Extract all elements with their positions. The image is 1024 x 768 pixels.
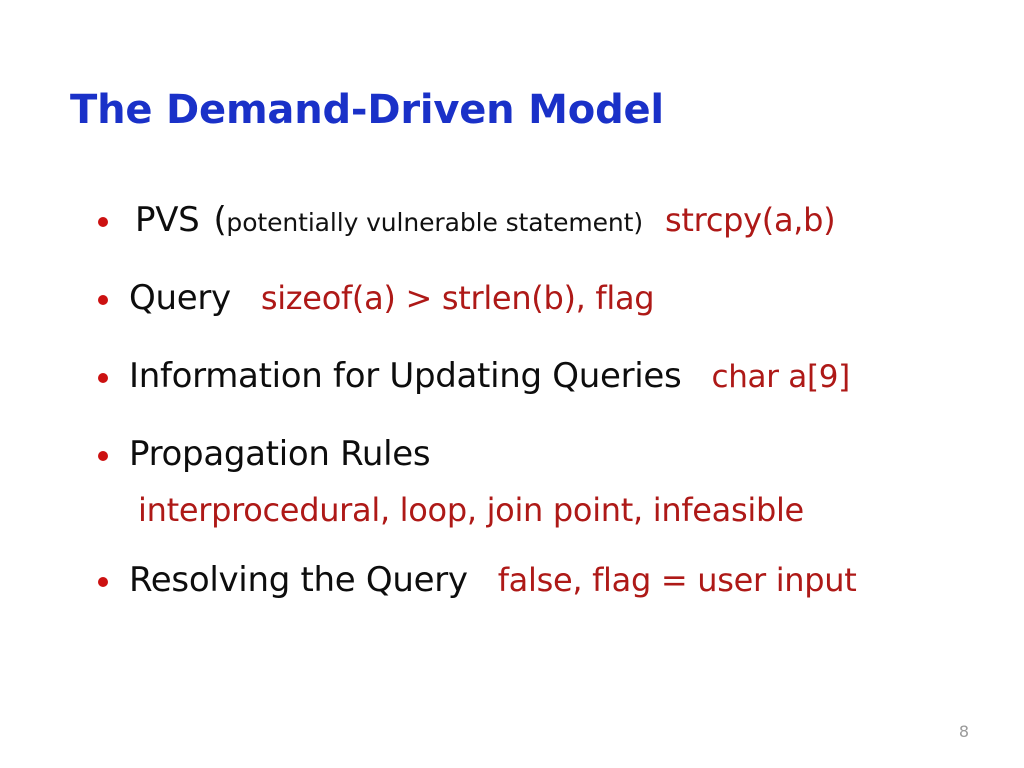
bullet-list: PVS (potentially vulnerable statement) str… (96, 198, 996, 636)
bullet-label: Propagation Rules (129, 434, 431, 474)
bullet-code: char a[9] (711, 359, 850, 395)
bullet-content: Resolving the Query false, flag = user in… (129, 558, 857, 602)
bullet-label: Information for Updating Queries (129, 356, 682, 396)
list-item: PVS (potentially vulnerable statement) str… (96, 198, 996, 246)
bullet-sub-line: interprocedural, loop, join point, infea… (138, 491, 804, 529)
bullet-code: false, flag = user input (497, 561, 857, 599)
bullet-content: Propagation Rules (129, 432, 431, 476)
bullet-dot-icon (96, 576, 129, 587)
bullet-dot-icon (96, 450, 129, 461)
bullet-label: Resolving the Query (129, 560, 468, 600)
bullet-dot-icon (96, 372, 129, 383)
bullet-label: Query (129, 278, 231, 318)
list-item: Query sizeof(a) > strlen(b), flag (96, 276, 996, 324)
bullet-content: Information for Updating Queries char a[9… (129, 354, 850, 399)
list-item: Resolving the Query false, flag = user in… (96, 558, 996, 606)
bullet-note: potentially vulnerable statement) (226, 208, 644, 237)
bullet-paren-open: ( (213, 200, 227, 240)
page-number: 8 (958, 722, 969, 741)
bullet-dot-icon (96, 216, 129, 227)
page-title: The Demand-Driven Model (70, 87, 664, 133)
bullet-code: sizeof(a) > strlen(b), flag (260, 279, 655, 317)
bullet-content: PVS (potentially vulnerable statement) str… (129, 198, 836, 245)
bullet-dot-icon (96, 294, 129, 305)
list-item: Propagation Rules (96, 432, 996, 480)
bullet-code: strcpy(a,b) (665, 201, 836, 239)
bullet-label: PVS (135, 200, 200, 240)
list-item: Information for Updating Queries char a[9… (96, 354, 996, 402)
bullet-content: Query sizeof(a) > strlen(b), flag (129, 276, 655, 320)
